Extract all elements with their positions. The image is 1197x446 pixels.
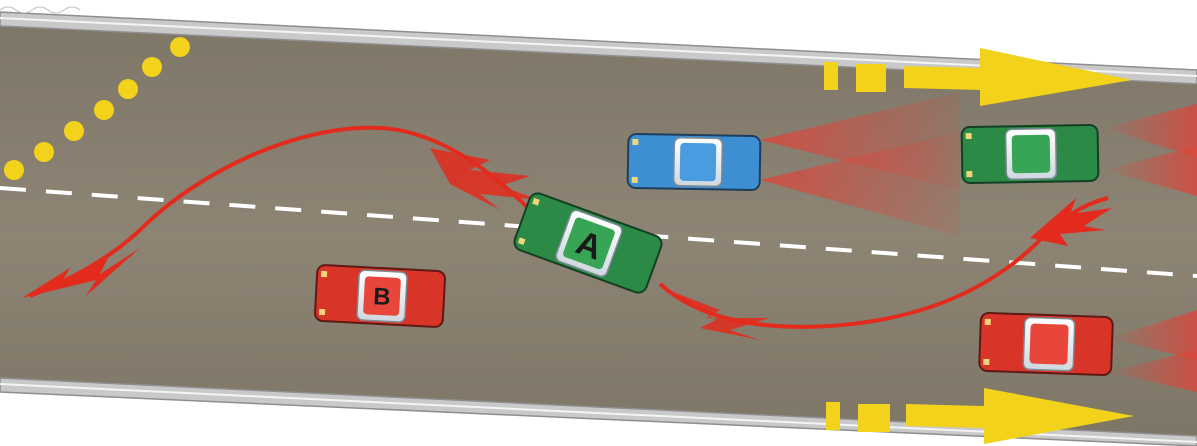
car-icon: A <box>513 192 663 294</box>
car-icon: B <box>314 264 446 328</box>
car-blue-oncoming <box>626 132 762 192</box>
car-red-ahead <box>978 311 1114 377</box>
arrow-right-icon <box>824 48 1132 106</box>
yellow-dot-markers <box>4 37 190 180</box>
car-icon <box>978 311 1114 377</box>
car-b-label: B <box>373 283 392 311</box>
car-b: B <box>314 264 446 328</box>
car-icon <box>626 132 762 192</box>
car-icon <box>960 123 1100 185</box>
upper-lane-direction-arrow <box>824 48 1132 106</box>
swerve-trail-right <box>658 196 1112 340</box>
car-a: A <box>513 192 663 294</box>
car-green-ahead <box>960 123 1100 185</box>
arrow-right-icon <box>826 388 1134 444</box>
swerve-trail-left <box>22 125 540 298</box>
lower-lane-direction-arrow <box>826 388 1134 444</box>
headlight-beams <box>760 92 1197 392</box>
